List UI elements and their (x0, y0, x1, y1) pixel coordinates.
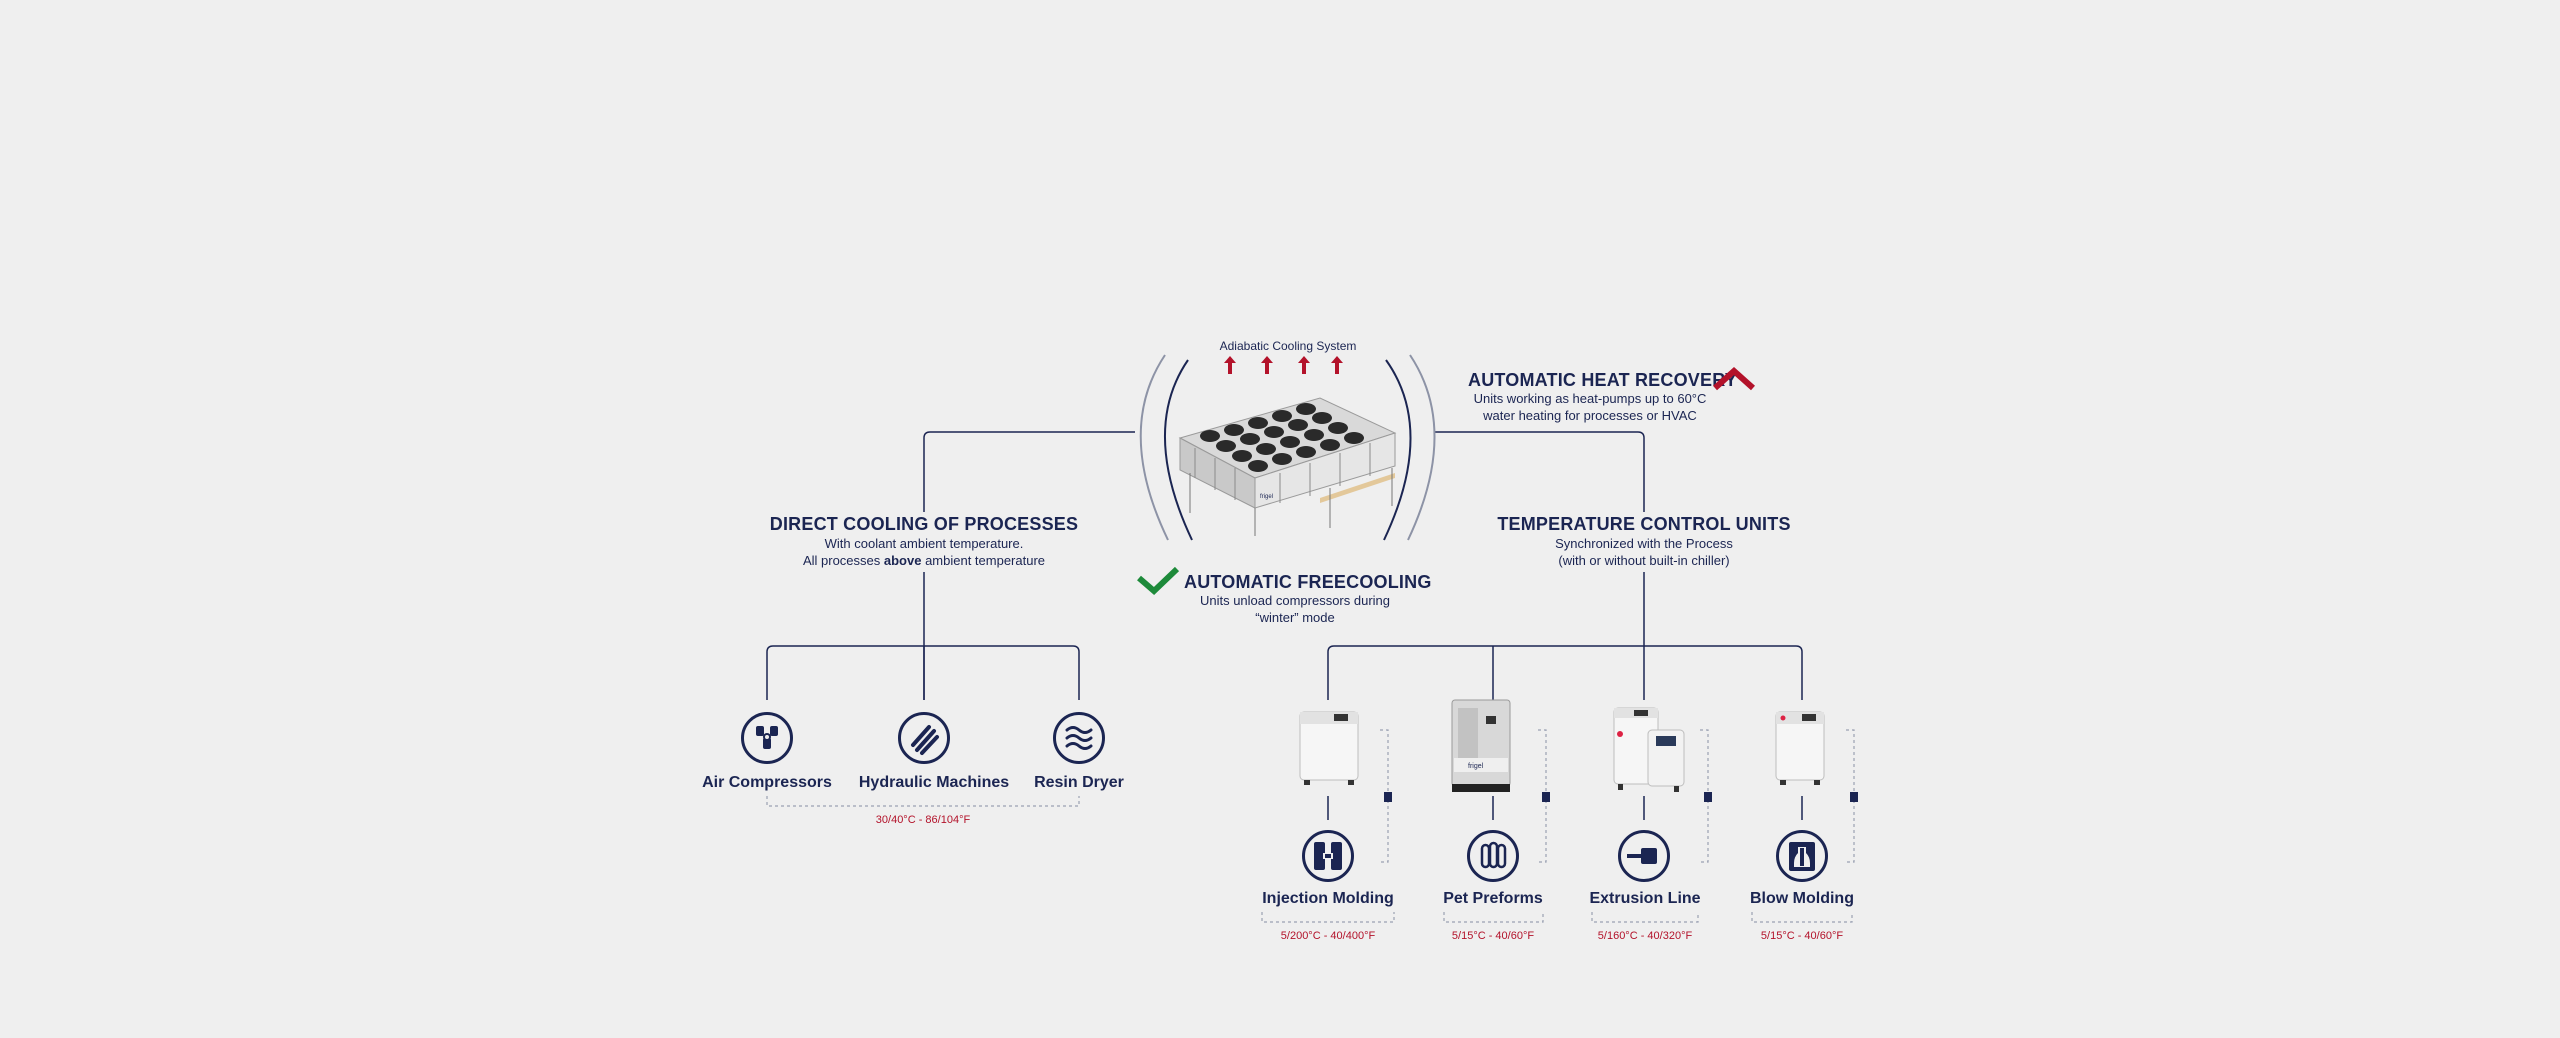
blow-molding-range: 5/15°C - 40/60°F (1760, 930, 1844, 942)
freecooling-line1: Units unload compressors during (1199, 593, 1391, 608)
pet-preforms-label: Pet Preforms (1443, 890, 1543, 907)
extrusion-line-label: Extrusion Line (1589, 890, 1701, 907)
pet-preforms-range: 5/15°C - 40/60°F (1451, 930, 1535, 942)
air-compressor-icon (741, 712, 793, 764)
tcu-unit-pair-image (1610, 704, 1690, 794)
hydraulic-machines-icon (898, 712, 950, 764)
tcu-title: TEMPERATURE CONTROL UNITS (1497, 514, 1791, 534)
injection-molding-range: 5/200°C - 40/400°F (1280, 930, 1376, 942)
direct-cooling-block: DIRECT COOLING OF PROCESSES With coolant… (744, 514, 1104, 569)
adiabatic-cooler-image: frigel (1178, 397, 1397, 536)
tcu-unit-chiller-image: frigel (1446, 696, 1516, 796)
adiabatic-system-label: Adiabatic Cooling System (1219, 339, 1357, 353)
direct-cooling-title: DIRECT COOLING OF PROCESSES (769, 514, 1079, 534)
checkmark-icon (1137, 566, 1180, 596)
injection-molding-label: Injection Molding (1262, 890, 1394, 907)
direct-cooling-range: 30/40°C - 86/104°F (875, 814, 971, 826)
tcu-line1: Synchronized with the Process (1555, 536, 1733, 551)
unit-logo-text: frigel (1468, 763, 1484, 770)
chevron-up-icon (1712, 366, 1756, 391)
air-compressors-label: Air Compressors (702, 774, 832, 791)
injection-molding-icon (1302, 830, 1354, 882)
tcu-block: TEMPERATURE CONTROL UNITS Synchronized w… (1464, 514, 1824, 569)
blow-molding-icon (1776, 830, 1828, 882)
tcu-line2: (with or without built-in chiller) (1558, 553, 1730, 568)
direct-cooling-line2: All processes above ambient temperature (802, 553, 1046, 568)
heat-recovery-line2: water heating for processes or HVAC (1483, 408, 1697, 423)
freecooling-line2: “winter” mode (1255, 610, 1335, 625)
blow-molding-label: Blow Molding (1750, 890, 1854, 907)
resin-dryer-label: Resin Dryer (1034, 774, 1124, 791)
extrusion-line-icon (1618, 830, 1670, 882)
tcu-unit-small-image (1770, 706, 1830, 786)
tcu-unit-image (1294, 706, 1364, 786)
heat-recovery-line1: Units working as heat-pumps up to 60°C (1473, 391, 1707, 406)
pet-preforms-icon (1467, 830, 1519, 882)
cooler-logo-text: frigel (1260, 494, 1273, 500)
resin-dryer-icon (1053, 712, 1105, 764)
freecooling-title: AUTOMATIC FREECOOLING (1184, 572, 1432, 592)
direct-cooling-line1: With coolant ambient temperature. (824, 536, 1024, 551)
extrusion-line-range: 5/160°C - 40/320°F (1597, 930, 1693, 942)
heat-exhaust-arrows-icon (1224, 356, 1343, 374)
heat-recovery-title: AUTOMATIC HEAT RECOVERY (1468, 370, 1737, 390)
hydraulic-machines-label: Hydraulic Machines (858, 774, 1010, 791)
